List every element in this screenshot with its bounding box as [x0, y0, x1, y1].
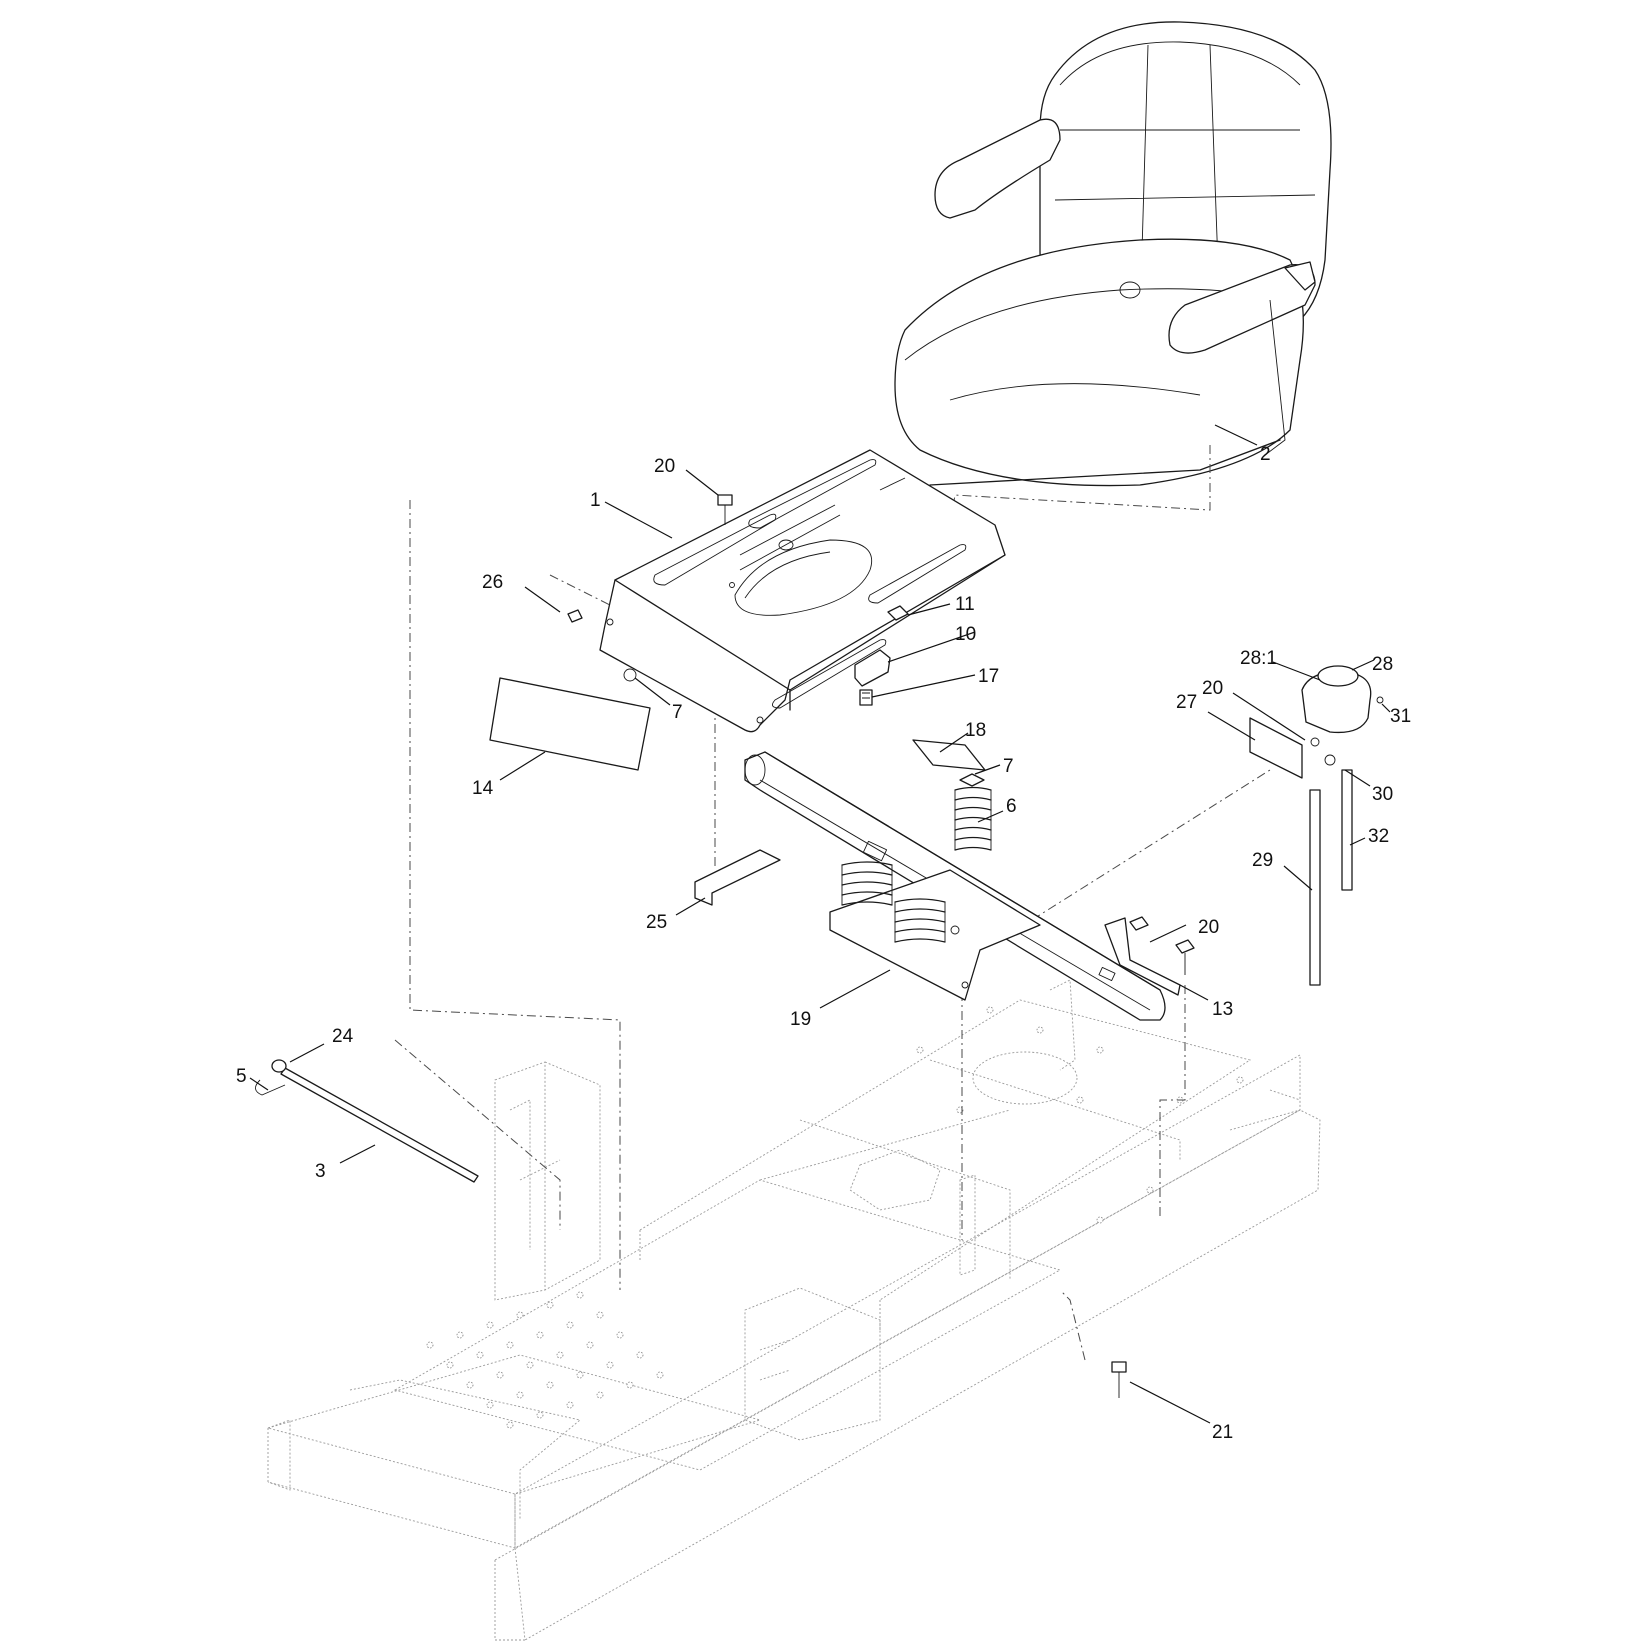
bolt-21 — [1111, 1361, 1127, 1398]
seat-assembly — [894, 21, 1332, 487]
callout-17: 17 — [978, 666, 999, 687]
callout-3: 3 — [315, 1161, 326, 1182]
deck-perforations — [426, 1006, 1244, 1429]
callout-7-spring: 7 — [1003, 756, 1014, 777]
callout-21: 21 — [1212, 1422, 1233, 1443]
bolts-20-lower — [1129, 916, 1195, 975]
callout-18: 18 — [965, 720, 986, 741]
assembly-guide-lines — [394, 445, 1271, 1361]
callout-5: 5 — [236, 1066, 247, 1087]
leader-lines — [249, 424, 1391, 1424]
callout-labels: 20 1 2 3 5 6 7 7 10 11 13 14 17 18 19 20… — [236, 444, 1411, 1443]
callout-30: 30 — [1372, 784, 1393, 805]
callout-14: 14 — [472, 778, 494, 799]
callout-20-top: 20 — [654, 456, 675, 477]
suspension-assembly — [744, 739, 1166, 1021]
callout-20-reservoir: 20 — [1202, 678, 1223, 699]
callout-2: 2 — [1260, 444, 1271, 465]
callout-27: 27 — [1176, 692, 1197, 713]
callout-25: 25 — [646, 912, 667, 933]
seat-mount-plate — [599, 449, 1006, 733]
callout-19: 19 — [790, 1009, 811, 1030]
bracket-25 — [694, 849, 781, 906]
callout-7-plate: 7 — [672, 702, 683, 723]
screw-26 — [567, 609, 583, 623]
callout-13: 13 — [1212, 999, 1233, 1020]
callout-28: 28 — [1372, 654, 1393, 675]
callout-31: 31 — [1390, 706, 1411, 727]
chassis-frame — [267, 979, 1321, 1641]
callout-28-1: 28:1 — [1240, 648, 1277, 669]
callout-29: 29 — [1252, 850, 1273, 871]
callout-10: 10 — [955, 624, 976, 645]
spring-cap-7 — [959, 773, 985, 787]
callout-26: 26 — [482, 572, 503, 593]
callout-1: 1 — [590, 490, 601, 511]
bolt-20-top — [717, 494, 733, 525]
clip-bracket-hardware — [854, 605, 909, 706]
callout-6: 6 — [1006, 796, 1017, 817]
reservoir-assembly — [1249, 665, 1384, 986]
callout-20-right: 20 — [1198, 917, 1219, 938]
springs — [841, 786, 992, 943]
rod-assembly — [255, 1059, 479, 1183]
callout-32: 32 — [1368, 826, 1389, 847]
callout-11: 11 — [955, 594, 975, 615]
decal-14 — [489, 677, 651, 771]
callout-24: 24 — [332, 1026, 354, 1047]
pad-18 — [912, 739, 986, 771]
